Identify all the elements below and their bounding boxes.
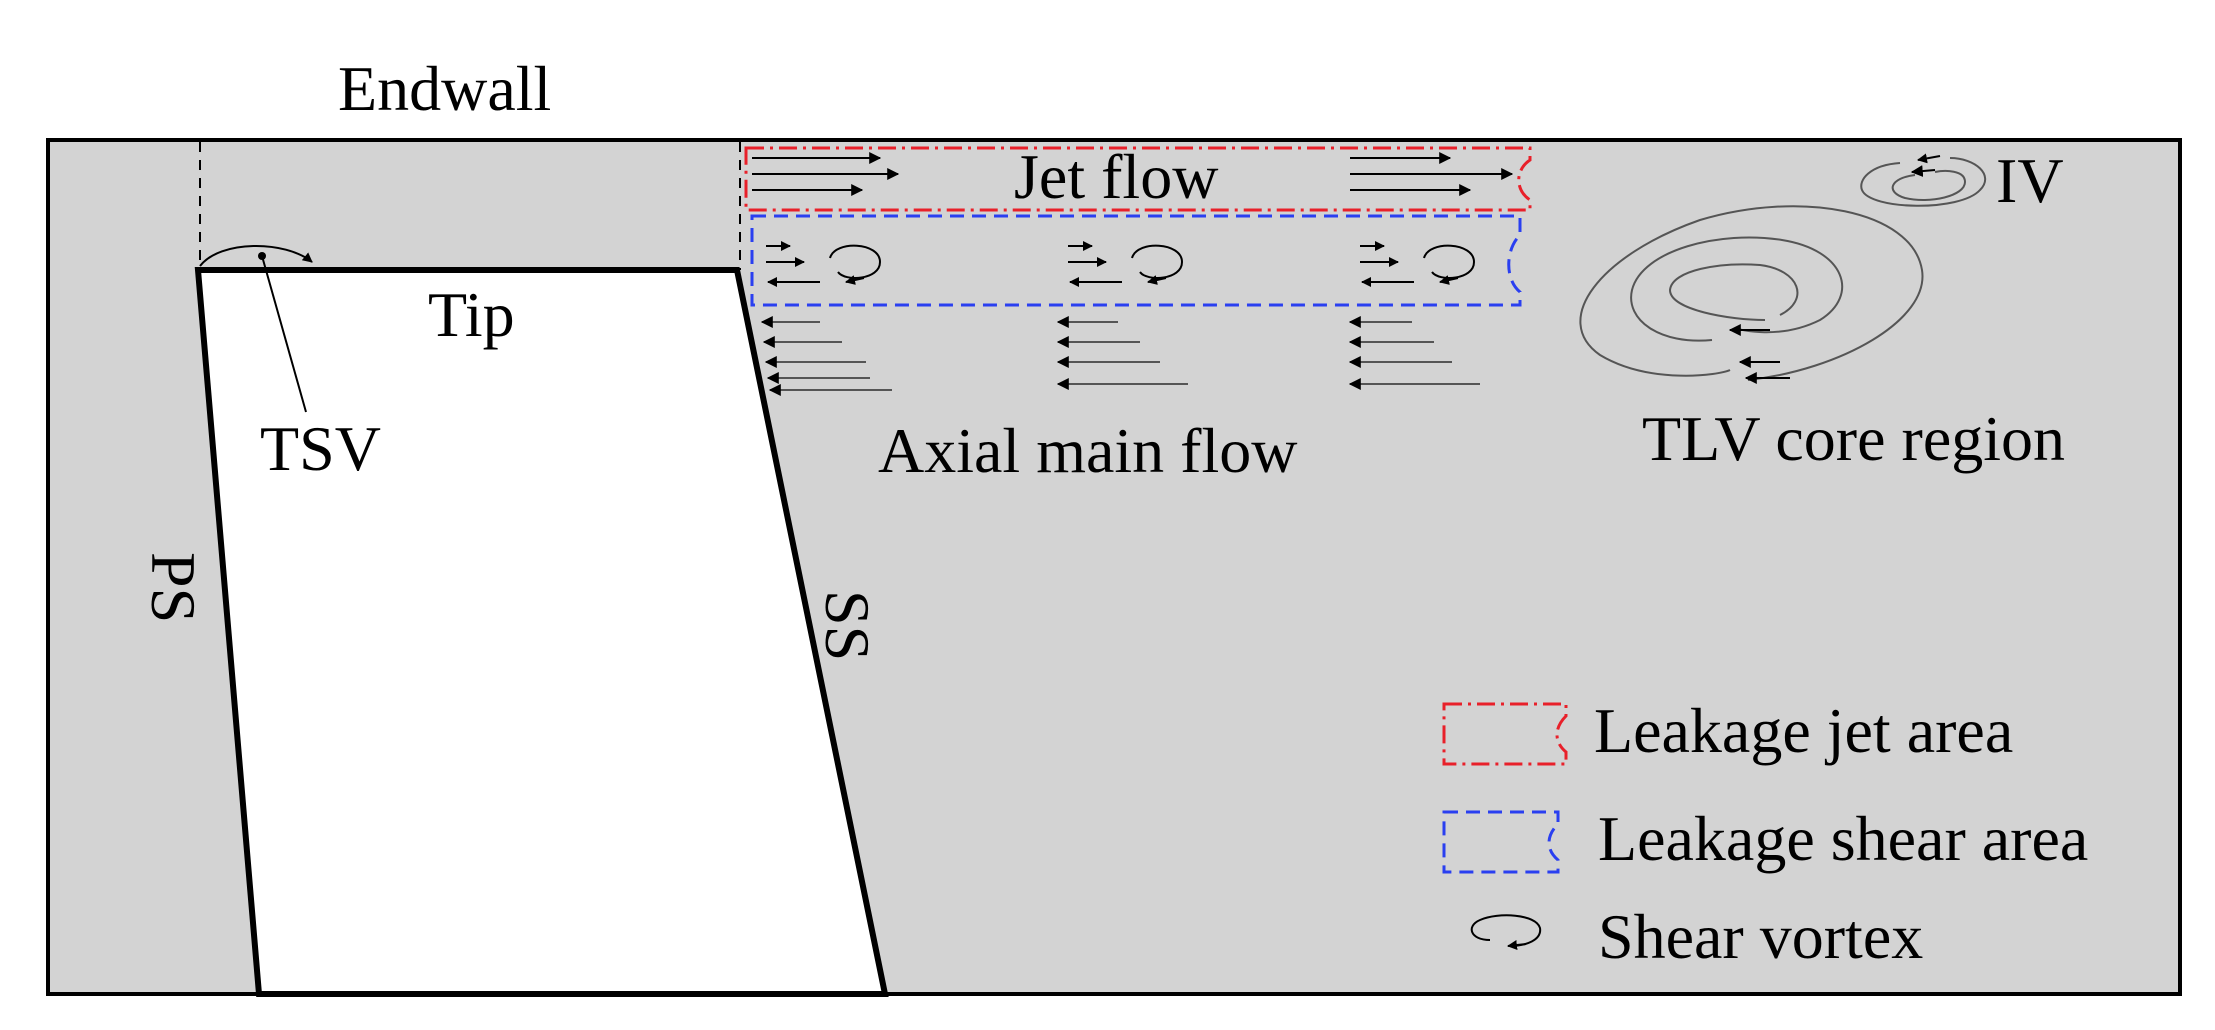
jet-flow-label: Jet flow	[1014, 141, 1218, 212]
axial-main-flow-arrows-2	[1056, 316, 1188, 390]
legend: Leakage jet area Leakage shear area Shea…	[1442, 695, 2088, 972]
ss-label: SS	[812, 590, 883, 661]
axial-main-flow-arrows-3	[1348, 316, 1480, 390]
leakage-shear-area	[750, 214, 1522, 307]
iv-vortex	[1860, 157, 1987, 207]
endwall-label: Endwall	[338, 53, 551, 124]
blade-tip-section	[194, 267, 889, 997]
legend-jet-swatch	[1442, 702, 1568, 766]
tsv-vortex-arc	[199, 245, 313, 267]
tlv-spiral	[1579, 205, 1924, 381]
tip-label: Tip	[428, 279, 515, 350]
shear-vortex-group-2	[1068, 241, 1184, 287]
legend-vortex-swatch	[1470, 914, 1542, 950]
iv-arrow-2	[1917, 153, 1941, 164]
legend-shear-label: Leakage shear area	[1598, 803, 2088, 874]
iv-label: IV	[1996, 145, 2064, 216]
shear-vortex-group-3	[1360, 241, 1476, 287]
legend-jet-label: Leakage jet area	[1594, 695, 2013, 766]
tlv-arrows	[1728, 324, 1790, 384]
tsv-label: TSV	[260, 413, 381, 484]
jet-flow-arrows-left	[752, 152, 900, 196]
tsv-pointer-line	[261, 255, 307, 413]
ps-label: PS	[138, 552, 209, 623]
jet-flow-arrows-right	[1350, 152, 1514, 196]
shear-vortex-group-1	[766, 241, 882, 287]
iv-arrow	[1910, 165, 1936, 178]
axial-main-flow-label: Axial main flow	[878, 415, 1297, 486]
tlv-core-region-label: TLV core region	[1642, 403, 2065, 474]
leakage-jet-area	[744, 146, 1532, 212]
legend-vortex-label: Shear vortex	[1598, 901, 1923, 972]
tsv-pointer-dot	[258, 252, 266, 260]
axial-main-flow-arrows-1	[760, 316, 892, 396]
